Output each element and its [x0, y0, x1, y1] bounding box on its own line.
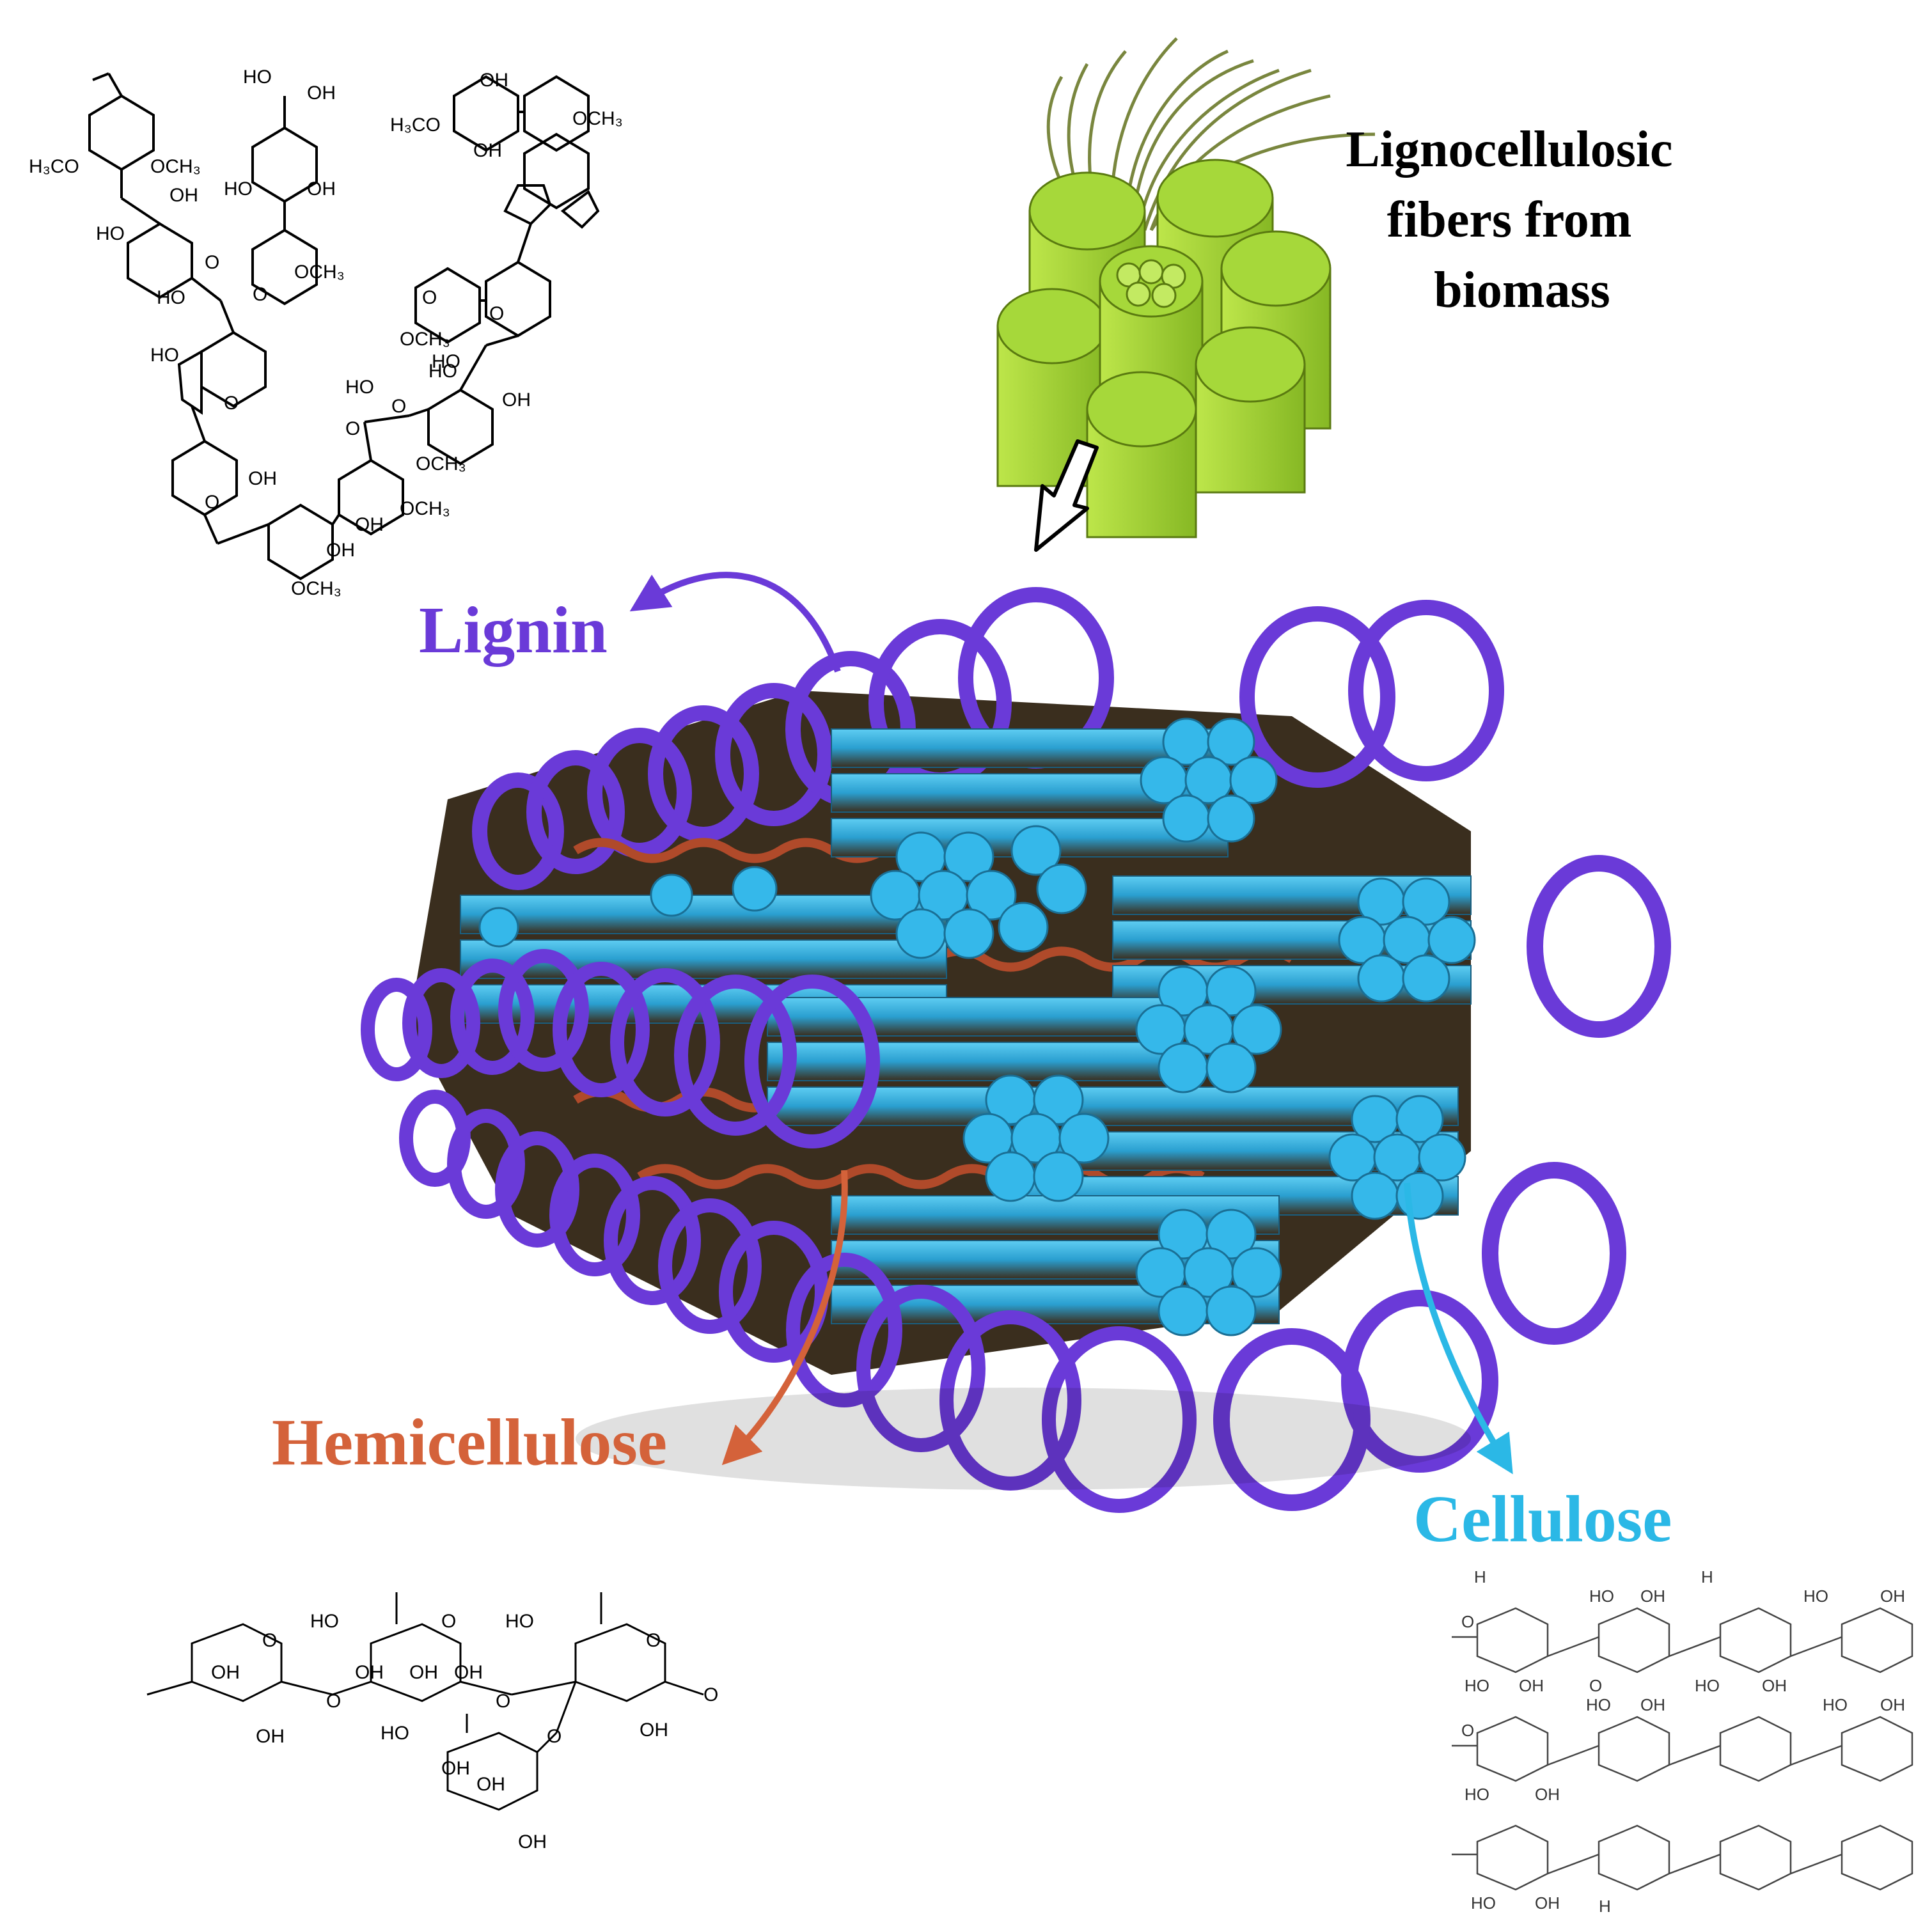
svg-text:H₃CO: H₃CO	[29, 156, 79, 177]
svg-text:O: O	[703, 1684, 718, 1705]
cellulose-structure: H O HO OH HO OH O H HO OH HO OH O HO OH …	[1452, 1567, 1913, 1916]
cellulose-chain-3	[1452, 1824, 1913, 1891]
svg-text:O: O	[489, 303, 504, 324]
svg-text:H: H	[1701, 1567, 1713, 1586]
svg-text:O: O	[262, 1630, 277, 1651]
svg-text:OH: OH	[211, 1662, 240, 1683]
svg-text:HO: HO	[505, 1611, 534, 1632]
svg-text:OH: OH	[355, 514, 384, 535]
svg-text:HO: HO	[1823, 1695, 1848, 1714]
svg-text:HO: HO	[96, 223, 125, 244]
microfibril-model	[361, 587, 1671, 1513]
svg-text:OCH₃: OCH₃	[150, 156, 201, 177]
svg-text:O: O	[205, 492, 219, 513]
svg-text:OH: OH	[169, 185, 198, 206]
biomass-fiber-bundle	[996, 37, 1376, 552]
fibers-title-line3: biomass	[1434, 262, 1610, 318]
svg-text:O: O	[1461, 1612, 1474, 1631]
svg-text:OCH₃: OCH₃	[400, 329, 450, 350]
svg-text:HO: HO	[1803, 1586, 1828, 1606]
hemicellulose-label: Hemicellulose	[272, 1406, 667, 1479]
hemicellulose-arrow	[721, 1170, 848, 1466]
hemicellulose-structure: HO O OH OH O OH O OH OH O HO O O OH HO O…	[146, 1592, 718, 1852]
svg-text:O: O	[326, 1691, 341, 1712]
svg-text:O: O	[345, 418, 360, 439]
svg-text:OH: OH	[326, 540, 355, 561]
svg-text:HO: HO	[381, 1723, 409, 1744]
cellulose-chain-1	[1452, 1607, 1913, 1673]
svg-text:HO: HO	[150, 345, 179, 366]
svg-text:O: O	[1589, 1676, 1602, 1695]
svg-text:O: O	[646, 1630, 661, 1651]
svg-text:HO: HO	[1589, 1586, 1614, 1606]
svg-text:O: O	[224, 393, 239, 414]
svg-text:H₃CO: H₃CO	[390, 114, 441, 136]
svg-text:OH: OH	[1640, 1586, 1665, 1606]
svg-text:OH: OH	[473, 140, 502, 161]
lignin-structure: H₃CO OCH₃ OH HO HO OH HO OH OCH₃ O HO O …	[29, 67, 623, 599]
fibers-title: Lignocellulosic fibers from biomass	[1346, 121, 1672, 318]
svg-text:H: H	[1474, 1567, 1486, 1586]
svg-text:OH: OH	[1535, 1785, 1560, 1804]
svg-text:HO: HO	[1471, 1893, 1496, 1913]
svg-text:OH: OH	[454, 1662, 483, 1683]
svg-text:OH: OH	[307, 178, 336, 200]
svg-text:O: O	[1461, 1721, 1474, 1740]
svg-text:OH: OH	[518, 1831, 547, 1852]
svg-text:O: O	[205, 252, 219, 273]
svg-text:HO: HO	[345, 377, 374, 398]
svg-text:OCH₃: OCH₃	[294, 262, 345, 283]
svg-text:HO: HO	[310, 1611, 339, 1632]
svg-text:OH: OH	[256, 1726, 285, 1747]
svg-text:H: H	[1599, 1897, 1611, 1916]
zoom-arrow	[1034, 439, 1099, 552]
svg-text:OH: OH	[640, 1719, 668, 1741]
svg-text:OH: OH	[476, 1774, 505, 1795]
lignin-helices-front	[361, 949, 1197, 1513]
svg-text:OH: OH	[480, 70, 508, 91]
fibers-title-line1: Lignocellulosic	[1346, 121, 1672, 178]
svg-text:OCH₃: OCH₃	[291, 578, 342, 599]
svg-text:OH: OH	[248, 468, 277, 489]
svg-text:O: O	[422, 287, 437, 308]
svg-text:HO: HO	[432, 351, 460, 372]
cellulose-rod-ends	[478, 717, 1476, 1336]
svg-text:OH: OH	[409, 1662, 438, 1683]
svg-text:HO: HO	[1465, 1785, 1489, 1804]
svg-text:HO: HO	[428, 361, 457, 382]
cellulose-chain-2	[1452, 1716, 1913, 1782]
svg-text:HO: HO	[1695, 1676, 1720, 1695]
svg-text:O: O	[496, 1691, 510, 1712]
svg-text:HO: HO	[224, 178, 253, 200]
svg-text:OH: OH	[1880, 1695, 1905, 1714]
fibers-title-line2: fibers from	[1387, 192, 1632, 248]
svg-text:O: O	[253, 284, 267, 305]
svg-text:OCH₃: OCH₃	[400, 498, 450, 519]
svg-text:HO: HO	[243, 67, 272, 88]
svg-text:OH: OH	[355, 1662, 384, 1683]
svg-text:OCH₃: OCH₃	[572, 108, 623, 129]
cellulose-arrow	[1404, 1182, 1513, 1475]
lignin-arrow	[629, 572, 841, 673]
svg-text:OH: OH	[1762, 1676, 1787, 1695]
cellulose-label: Cellulose	[1413, 1482, 1672, 1556]
svg-text:OH: OH	[1535, 1893, 1560, 1913]
svg-text:OCH₃: OCH₃	[416, 453, 466, 474]
lignin-helices-right	[1213, 855, 1671, 1511]
svg-text:O: O	[547, 1726, 562, 1747]
svg-text:OH: OH	[307, 82, 336, 104]
svg-text:OH: OH	[441, 1758, 470, 1779]
svg-text:OH: OH	[1640, 1695, 1665, 1714]
svg-text:OH: OH	[502, 389, 531, 411]
svg-text:HO: HO	[1586, 1695, 1611, 1714]
svg-text:HO: HO	[1465, 1676, 1489, 1695]
svg-text:O: O	[391, 396, 406, 417]
svg-text:OH: OH	[1519, 1676, 1544, 1695]
svg-text:O: O	[441, 1611, 456, 1632]
lignin-label: Lignin	[419, 593, 608, 667]
svg-text:HO: HO	[157, 287, 185, 308]
svg-text:OH: OH	[1880, 1586, 1905, 1606]
